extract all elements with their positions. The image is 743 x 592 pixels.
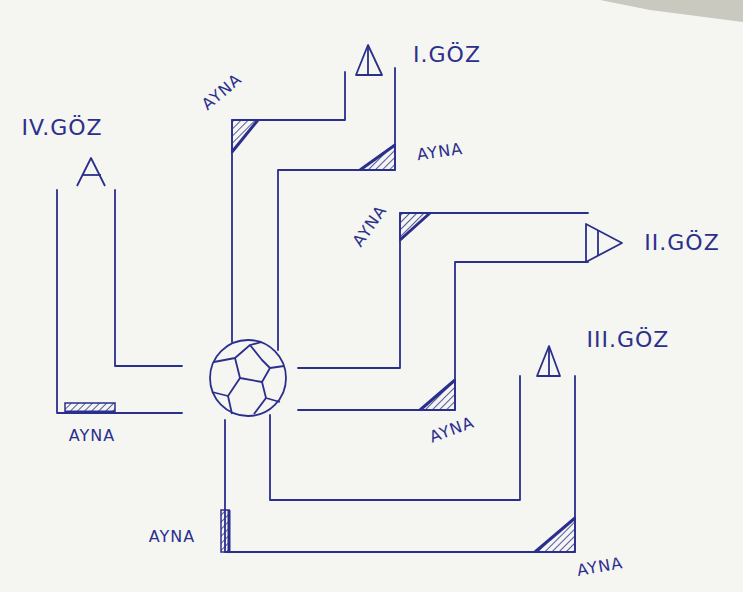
eye-label: III.GÖZ bbox=[587, 329, 670, 351]
paper-edge bbox=[600, 0, 743, 22]
mirror-label: AYNA bbox=[576, 555, 624, 579]
eye-label: I.GÖZ bbox=[413, 44, 481, 66]
tube-walls bbox=[57, 68, 588, 552]
mirror-label: AYNA bbox=[416, 141, 464, 163]
mirror-label: AYNA bbox=[427, 415, 476, 446]
mirror bbox=[65, 120, 575, 552]
mirror-label: AYNA bbox=[69, 428, 115, 444]
mirror-label: AYNA bbox=[199, 71, 245, 113]
eye-label: II.GÖZ bbox=[644, 232, 719, 254]
mirror-label: AYNA bbox=[350, 202, 390, 249]
eye-symbol bbox=[77, 45, 622, 376]
ball bbox=[210, 340, 286, 416]
mirror-label: AYNA bbox=[149, 529, 195, 545]
eye-label: IV.GÖZ bbox=[21, 117, 102, 139]
